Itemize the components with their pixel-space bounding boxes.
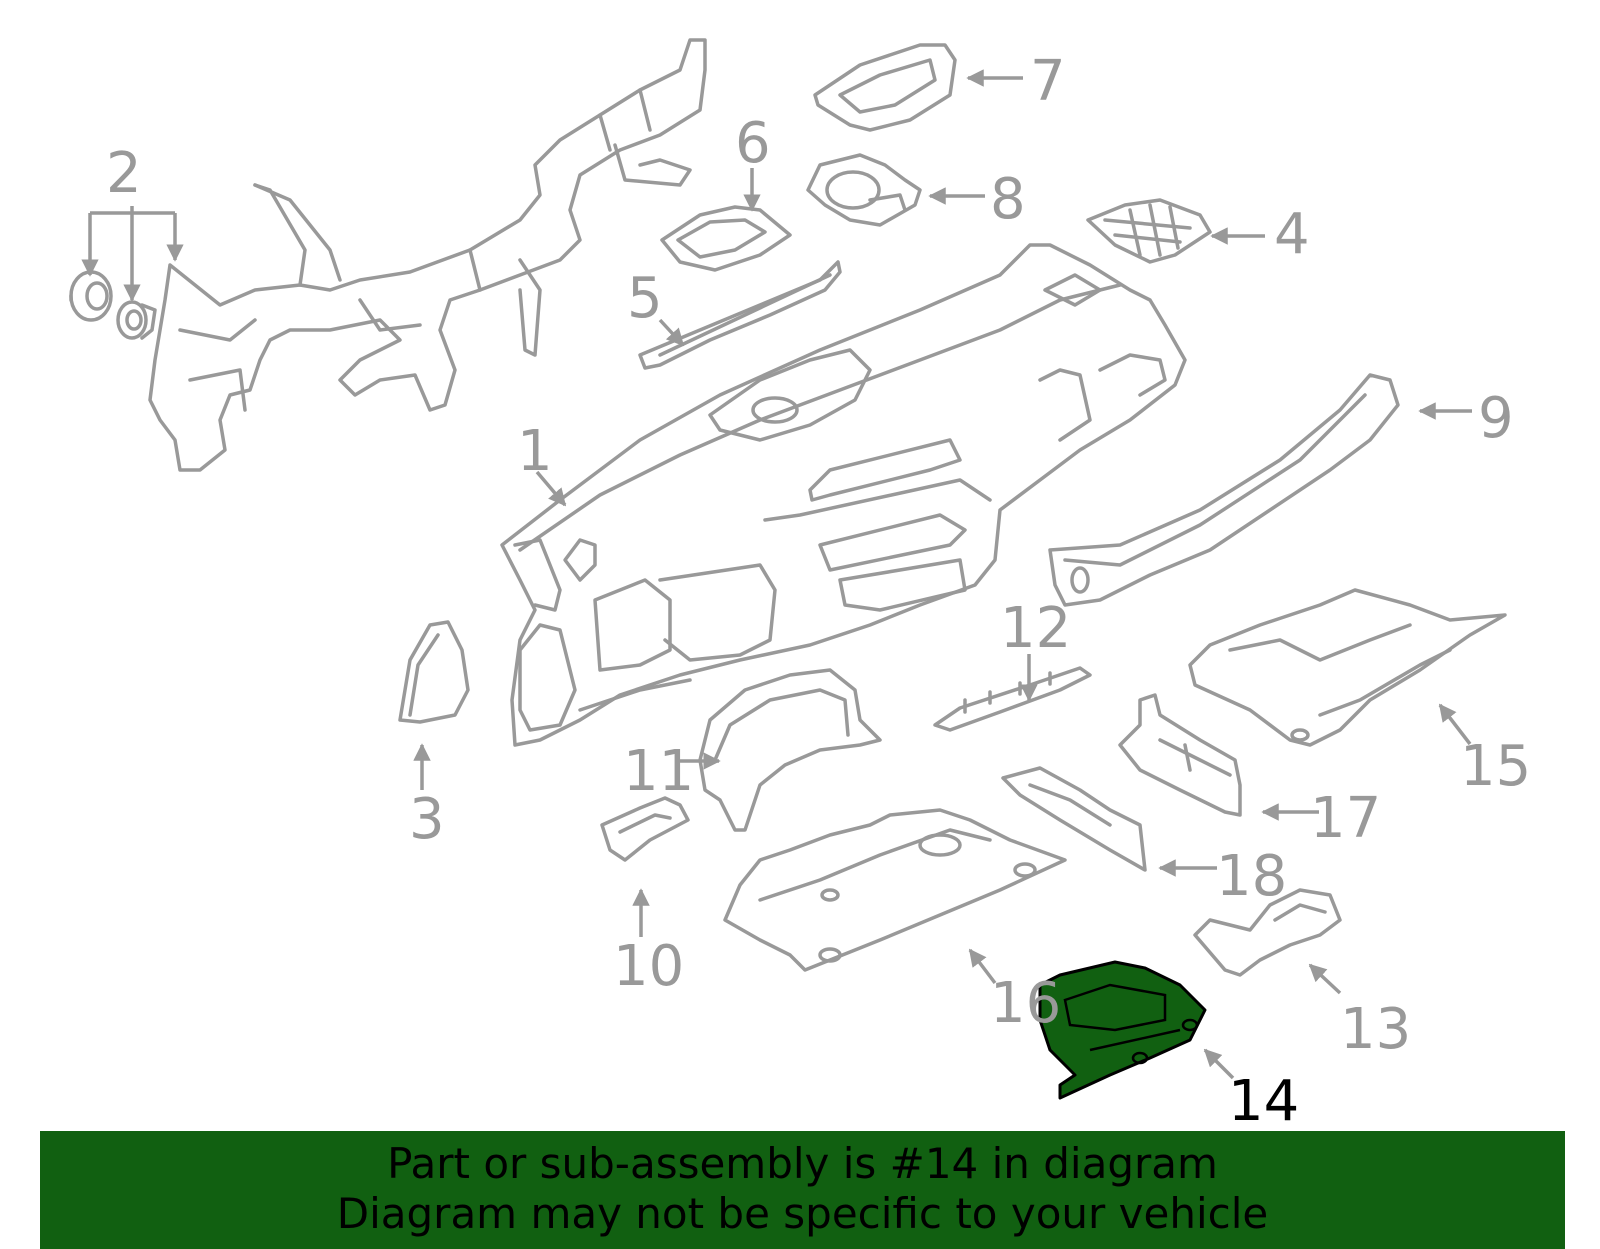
part-2-bushings bbox=[69, 270, 157, 340]
part-10-bracket bbox=[600, 796, 690, 862]
part-17-bracket bbox=[1118, 693, 1242, 817]
callout-6: 6 bbox=[735, 111, 771, 176]
part-8-cupholder-bezel bbox=[806, 153, 922, 227]
callout-14: 14 bbox=[1228, 1069, 1299, 1134]
callout-16: 16 bbox=[990, 971, 1061, 1036]
part-15-trim-panel bbox=[1188, 588, 1507, 747]
callout-2: 2 bbox=[106, 141, 142, 206]
callout-3: 3 bbox=[409, 787, 445, 852]
callout-9: 9 bbox=[1478, 386, 1514, 451]
callout-labels: 2 1 3 4 5 6 7 8 9 10 11 12 13 14 15 16 1… bbox=[106, 49, 1531, 1134]
callout-15: 15 bbox=[1460, 734, 1531, 799]
part-12-bracket bbox=[933, 666, 1092, 732]
callout-8: 8 bbox=[990, 167, 1026, 232]
part-5-defrost-duct bbox=[638, 260, 842, 370]
part-1-instrument-panel bbox=[500, 243, 1187, 747]
callout-5: 5 bbox=[627, 266, 663, 331]
part-4-vent-grille bbox=[1086, 198, 1212, 264]
callout-12: 12 bbox=[1000, 596, 1071, 661]
part-9-trim-strip bbox=[1048, 373, 1400, 607]
part-6-storage-bin bbox=[660, 205, 792, 272]
banner-line-2: Diagram may not be specific to your vehi… bbox=[336, 1189, 1269, 1238]
part-2-support-beam bbox=[148, 38, 707, 472]
part-13-trim bbox=[1193, 888, 1342, 977]
banner-line-1: Part or sub-assembly is #14 in diagram bbox=[387, 1139, 1218, 1188]
callout-4: 4 bbox=[1274, 202, 1310, 267]
callout-7: 7 bbox=[1030, 49, 1066, 114]
leader-lines bbox=[81, 69, 1472, 1080]
callout-11: 11 bbox=[623, 739, 694, 804]
part-7-trim-bezel bbox=[813, 43, 957, 132]
callout-1: 1 bbox=[517, 419, 553, 484]
part-3-end-cap bbox=[398, 620, 470, 724]
part-16-underside-panel bbox=[723, 808, 1067, 972]
info-banner: Part or sub-assembly is #14 in diagram D… bbox=[40, 1131, 1565, 1249]
callout-18: 18 bbox=[1216, 844, 1287, 909]
callout-13: 13 bbox=[1340, 997, 1411, 1062]
callout-10: 10 bbox=[613, 934, 684, 999]
callout-17: 17 bbox=[1310, 786, 1381, 851]
part-11-cluster-bezel bbox=[698, 668, 882, 832]
part-18-trim-panel bbox=[1001, 766, 1147, 872]
part-14-glove-box-highlight bbox=[1038, 960, 1207, 1100]
